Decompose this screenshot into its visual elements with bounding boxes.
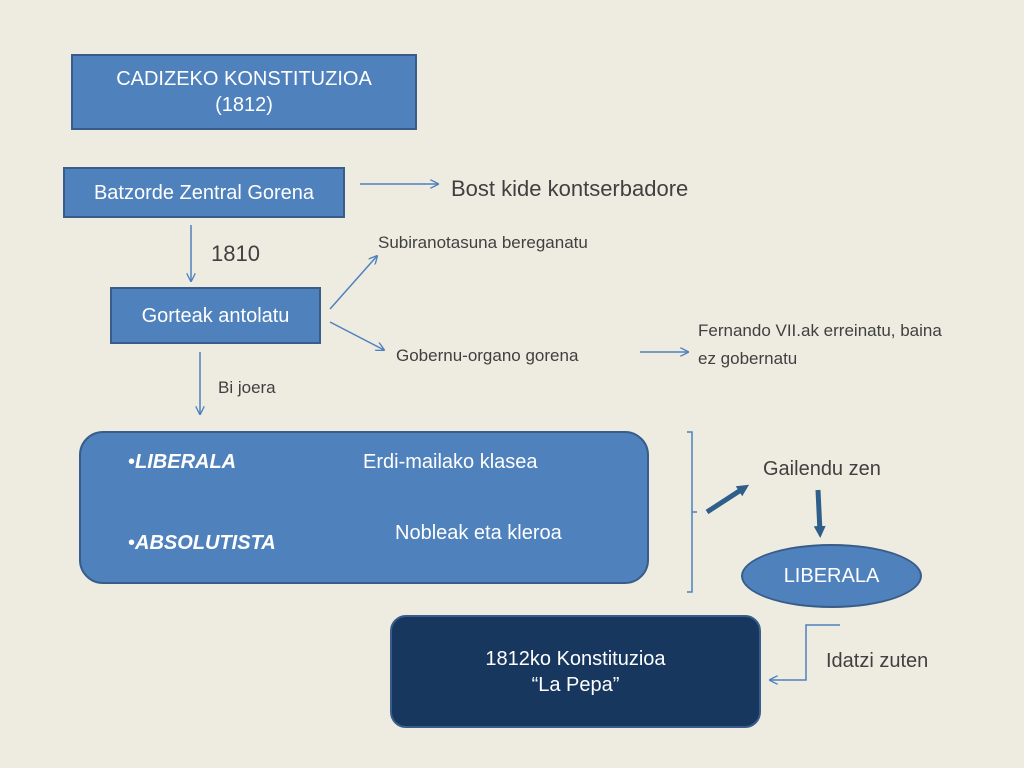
tendency-liberala: •LIBERALA [128,451,236,474]
tendency-liberala-bullet: • [128,451,136,473]
constitution-line2: “La Pepa” [531,673,620,696]
tendency-absolutista-desc: Nobleak eta kleroa [395,522,562,544]
gorteak-box: Gorteak antolatu [110,287,321,344]
tendency-absolutista: •ABSOLUTISTA [128,532,276,555]
liberala-oval-label: LIBERALA [783,565,880,587]
title-box: CADIZEKO KONSTITUZIOA (1812) [71,54,417,130]
tendency-liberala-desc: Erdi-mailako klasea [363,451,538,473]
gailendu-label: Gailendu zen [763,458,881,480]
branch-up-label: Subiranotasuna bereganatu [378,233,588,252]
liberala-oval: LIBERALA [741,544,922,608]
bracket [687,431,697,593]
bi-joera-label: Bi joera [218,378,276,397]
batzorde-note: Bost kide kontserbadore [451,176,689,201]
arrow-idatzi-constitution [770,624,840,680]
tendency-absolutista-name: ABSOLUTISTA [135,532,276,554]
arrow-gorteak-down [329,321,384,350]
constitution-line1: 1812ko Konstituzioa [485,647,666,670]
tendency-liberala-name: LIBERALA [135,451,237,473]
tendencies-box [79,431,649,584]
arrow-bracket-gailendu [705,484,750,515]
title-line1: CADIZEKO KONSTITUZIOA [116,68,372,90]
idatzi-label: Idatzi zuten [826,650,929,672]
title-line2: (1812) [215,94,273,116]
branch-down-label: Gobernu-organo gorena [396,346,579,365]
year-label: 1810 [211,241,260,266]
fernando-line1: Fernando VII.ak erreinatu, baina [698,321,942,340]
constitution-box: 1812ko Konstituzioa “La Pepa” [390,615,761,728]
arrow-gailendu-liberala [813,489,826,538]
arrow-gorteak-up [329,256,377,310]
batzorde-box: Batzorde Zentral Gorena [63,167,345,218]
fernando-line2: ez gobernatu [698,349,798,368]
tendency-absolutista-bullet: • [128,532,136,554]
batzorde-label: Batzorde Zentral Gorena [93,181,315,204]
gorteak-label: Gorteak antolatu [141,304,290,327]
